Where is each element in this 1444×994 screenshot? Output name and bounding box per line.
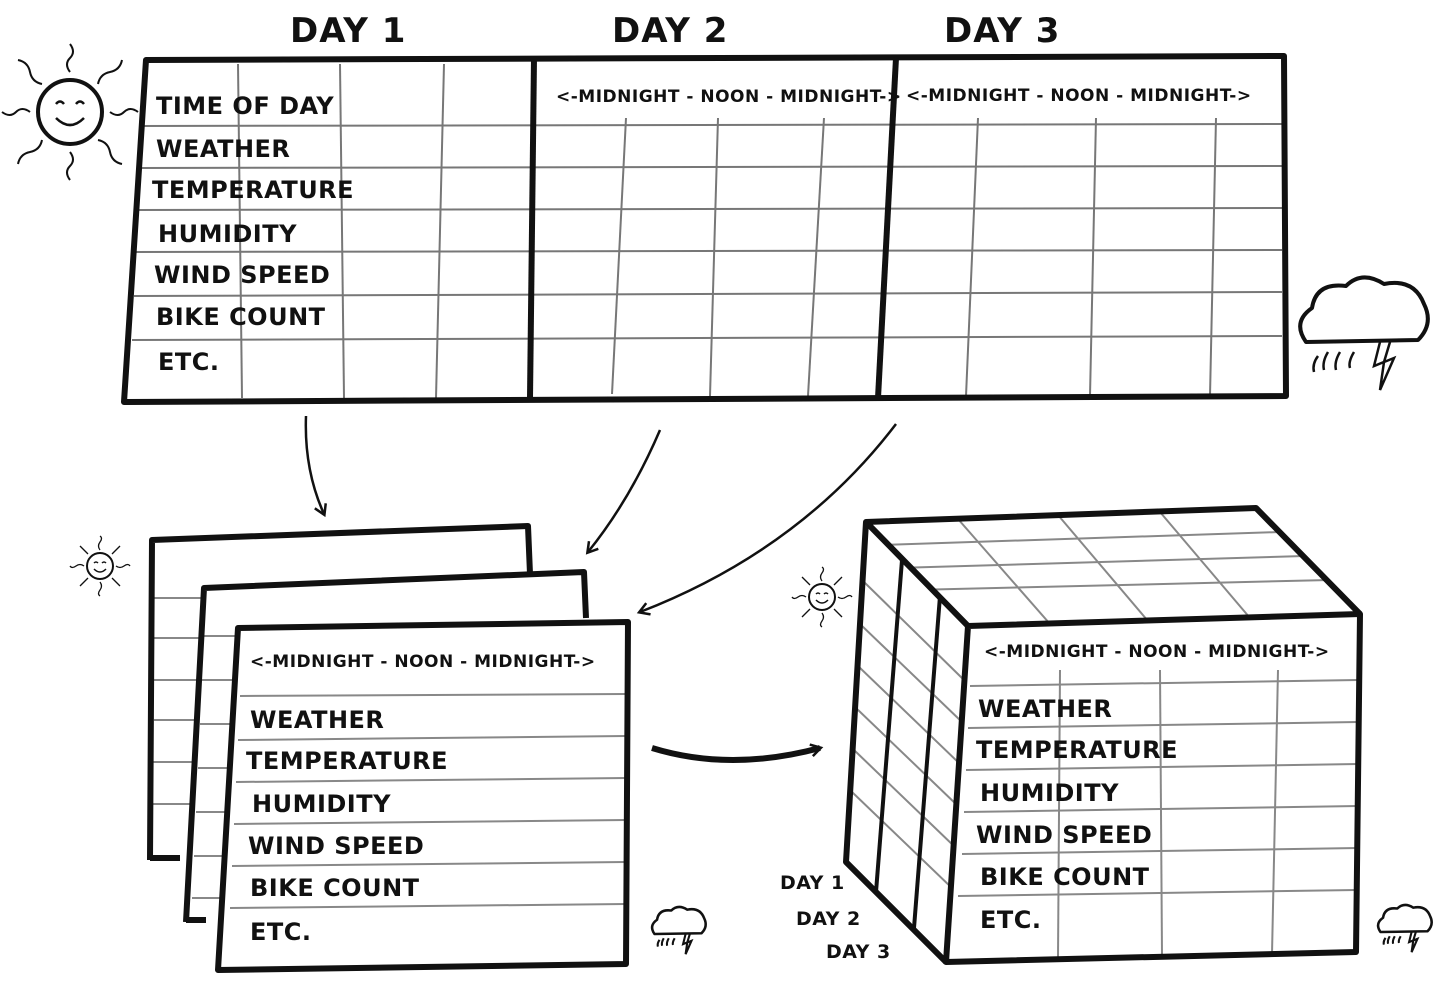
top-row-label: WIND SPEED [154, 261, 331, 289]
cube-row-label: ETC. [980, 906, 1042, 934]
cube-row-label: HUMIDITY [980, 779, 1119, 807]
cube-time-header: <-MIDNIGHT - NOON - MIDNIGHT-> [984, 642, 1330, 662]
sheet-front [215, 619, 631, 973]
cube-row-label: WIND SPEED [976, 821, 1153, 849]
arrows [304, 415, 897, 612]
data-cube [843, 505, 1363, 965]
cube-row-label: TEMPERATURE [976, 736, 1179, 764]
cube-depth-dividers [874, 559, 942, 929]
top-row-label: ETC. [158, 348, 220, 376]
top-row-label: TIME OF DAY [156, 92, 335, 120]
time-header-day2: <-MIDNIGHT - NOON - MIDNIGHT-> [556, 87, 902, 107]
sheet-time-header: <-MIDNIGHT - NOON - MIDNIGHT-> [250, 652, 596, 672]
sheet-front-lines [229, 693, 627, 909]
cube-row-label: BIKE COUNT [980, 863, 1150, 891]
day-title-3: DAY 3 [944, 11, 1061, 51]
top-table-border [121, 53, 1289, 405]
arrow-sheets-to-cube [651, 748, 820, 763]
storm-cloud-icon [650, 905, 707, 955]
cube-side-lines [851, 579, 965, 891]
sun-icon [1, 43, 139, 181]
top-row-label: HUMIDITY [158, 220, 297, 248]
arrow-day2 [588, 429, 662, 552]
top-table-column-lines [237, 63, 1217, 399]
top-table-row-lines [131, 123, 1283, 341]
sheet-row-label: WEATHER [250, 706, 385, 734]
storm-cloud-icon [1376, 903, 1433, 953]
sun-icon [791, 566, 853, 628]
sun-icon [69, 535, 131, 597]
day-title-1: DAY 1 [290, 11, 407, 51]
stacked-sheets [147, 523, 631, 973]
sheet-row-label: WIND SPEED [248, 832, 425, 860]
sheet-row-label: ETC. [250, 918, 312, 946]
cube-depth-label: DAY 1 [780, 872, 845, 894]
top-row-label: TEMPERATURE [152, 176, 355, 204]
top-row-label: BIKE COUNT [156, 303, 326, 331]
arrow-day1 [304, 415, 324, 514]
cube-depth-label: DAY 2 [796, 908, 861, 930]
cube-top-lines [879, 511, 1331, 625]
sheet-row-label: HUMIDITY [252, 790, 391, 818]
cube-border [843, 505, 1363, 965]
cube-row-label: WEATHER [978, 695, 1113, 723]
arrow-day3 [640, 423, 897, 612]
top-row-label: WEATHER [156, 135, 291, 163]
cube-front-lines [957, 669, 1359, 959]
sheet-back [147, 523, 533, 861]
top-table [121, 53, 1289, 405]
sheet-row-label: BIKE COUNT [250, 874, 420, 902]
cube-depth-label: DAY 3 [826, 941, 891, 963]
storm-cloud-icon [1298, 275, 1430, 391]
sheet-row-label: TEMPERATURE [246, 747, 449, 775]
time-header-day3: <-MIDNIGHT - NOON - MIDNIGHT-> [906, 86, 1252, 106]
day-title-2: DAY 2 [612, 11, 729, 51]
